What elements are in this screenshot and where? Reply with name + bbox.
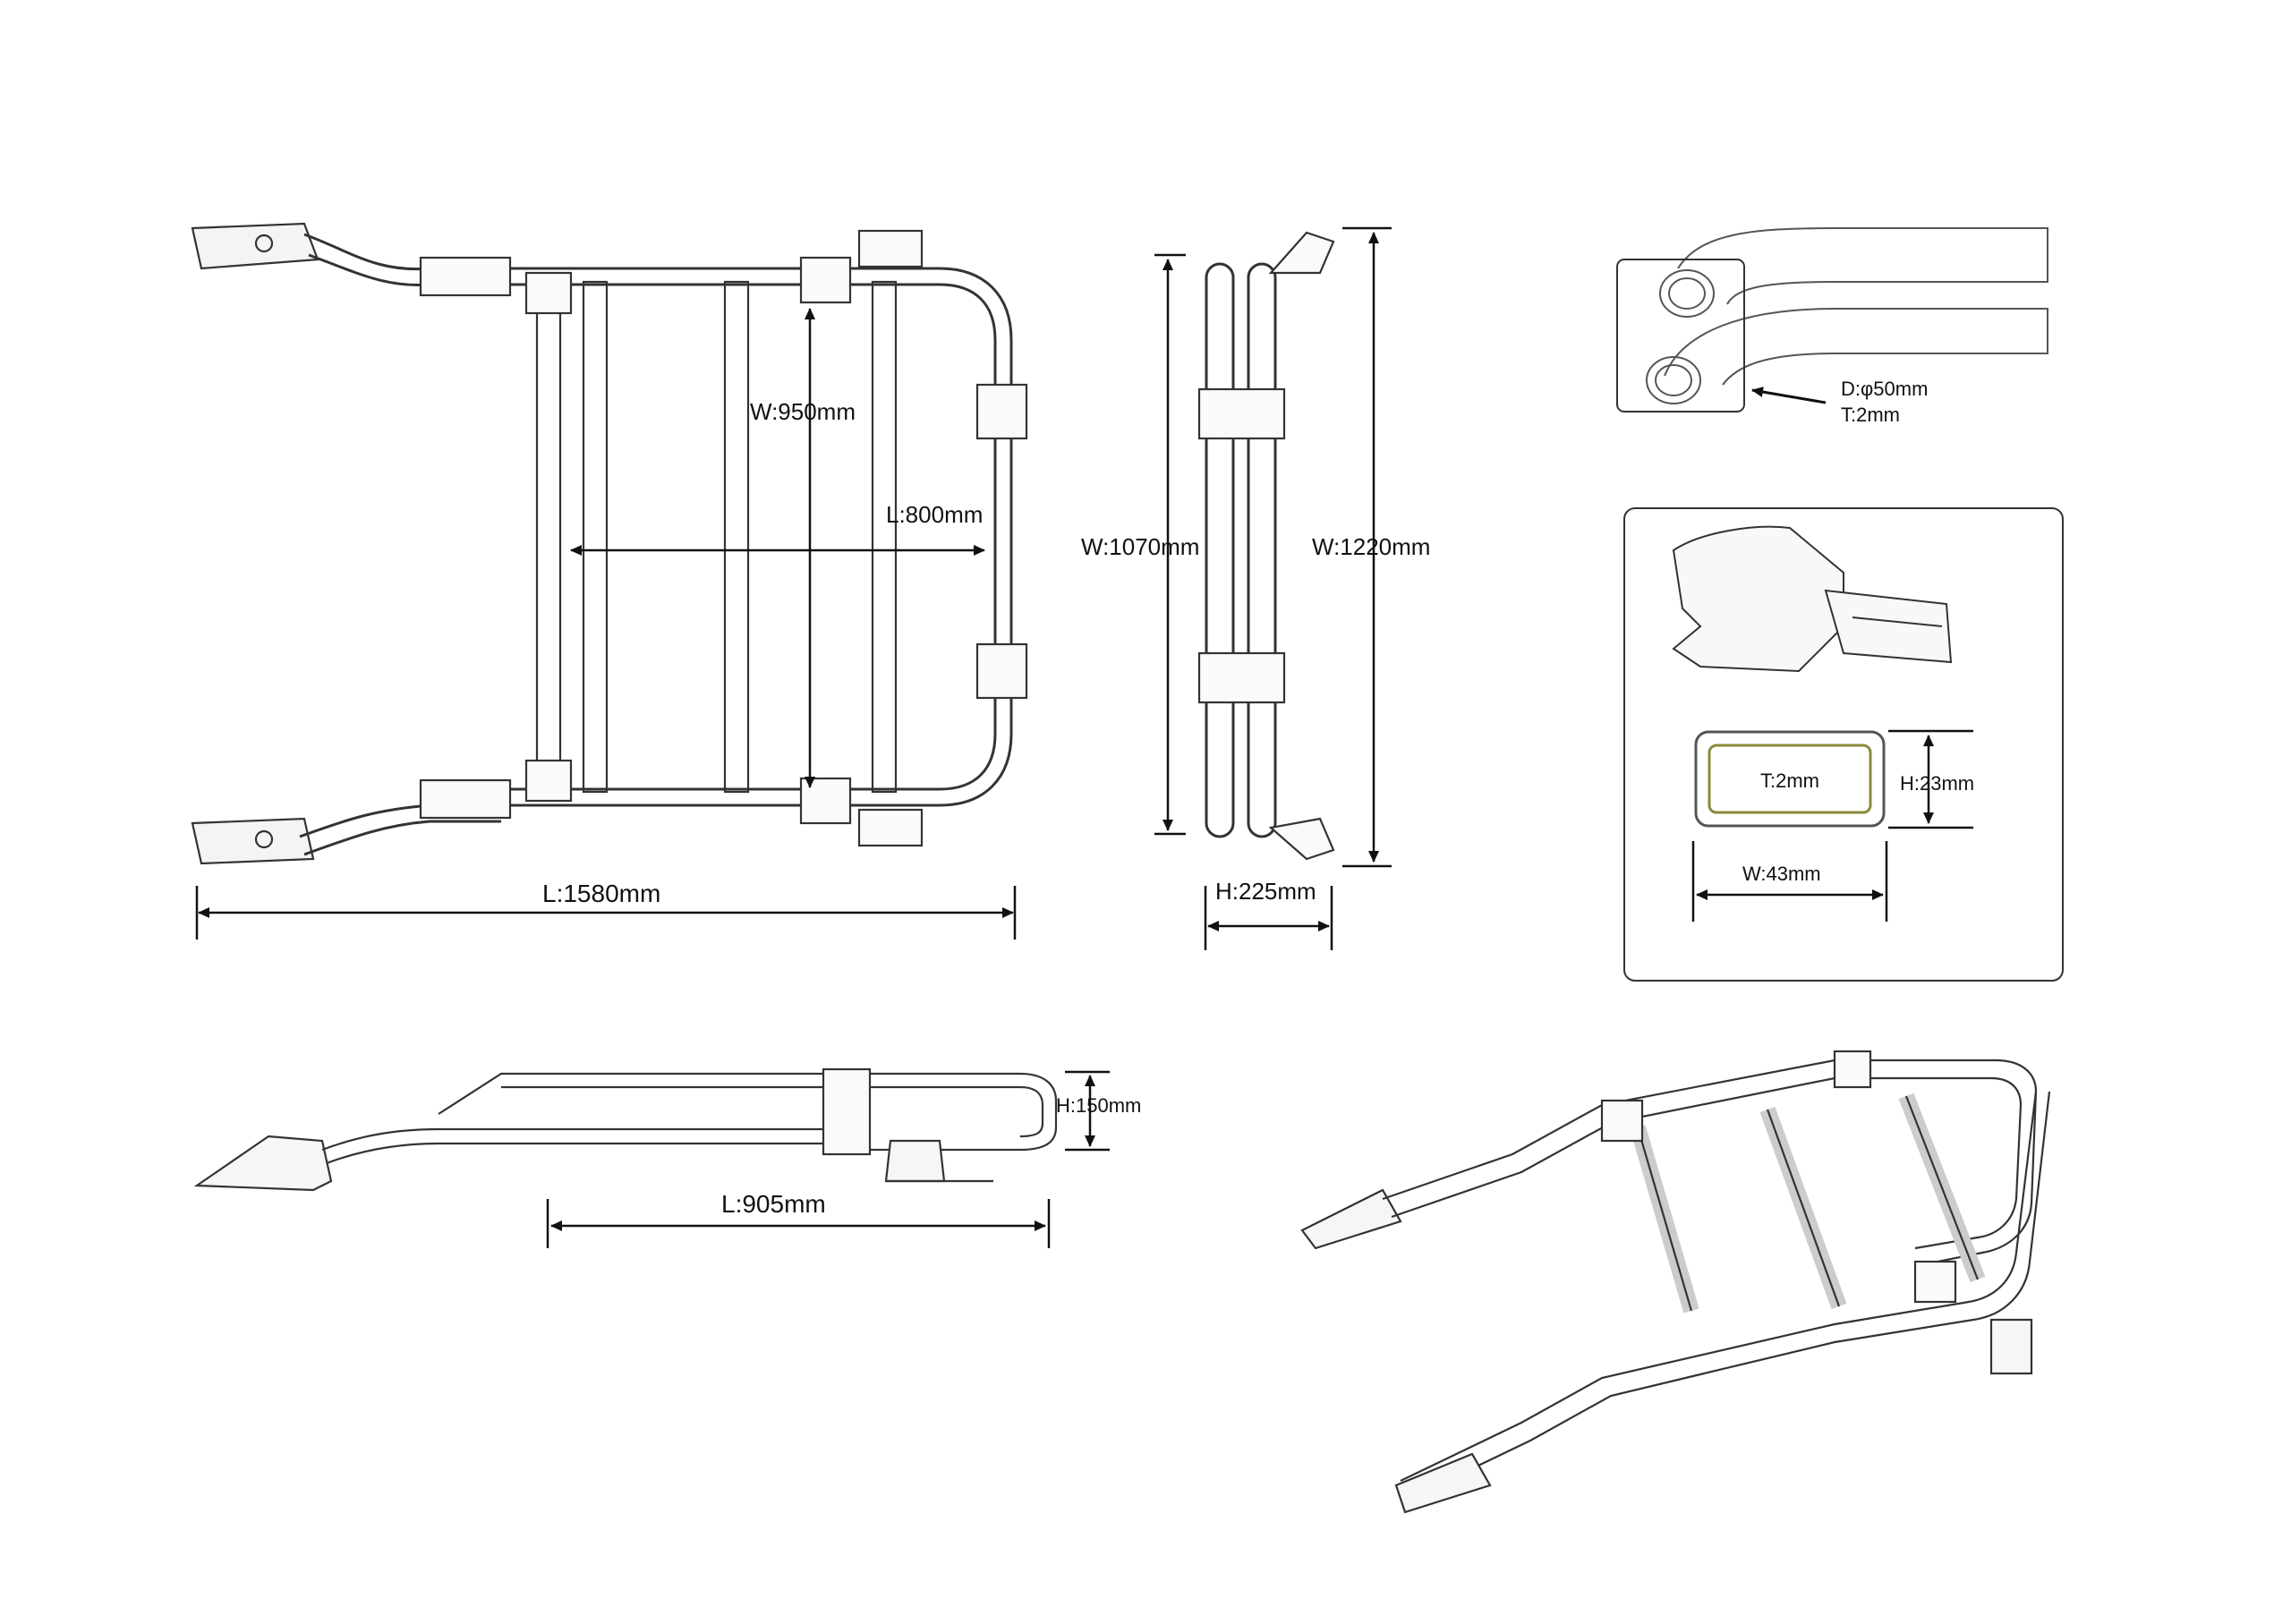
- label-profile-width: W:43mm: [1742, 863, 1821, 885]
- label-tube-diameter: D:φ50mm: [1841, 378, 1929, 400]
- label-inner-width: W:950mm: [750, 398, 856, 425]
- label-side-height: H:225mm: [1215, 878, 1316, 905]
- label-side-outer-width: W:1220mm: [1312, 533, 1431, 560]
- side-tube-left: [1205, 262, 1235, 838]
- tube-callout-arrow: [1751, 387, 1827, 404]
- label-profile-height: H:23mm: [1900, 772, 1975, 795]
- top-view: [191, 222, 1028, 865]
- front-dimensions: [546, 1070, 1110, 1248]
- top-foot-lower: [191, 817, 315, 865]
- bracket-drawing: [1672, 525, 1953, 673]
- profile-section: [1694, 730, 1886, 828]
- label-top-length: L:1580mm: [542, 880, 661, 907]
- tube-callout-box: [1616, 259, 1745, 412]
- label-tube-thickness: T:2mm: [1841, 404, 1900, 426]
- top-dimensions: [195, 308, 1017, 940]
- side-view: [1197, 231, 1335, 861]
- label-front-length: L:905mm: [721, 1190, 826, 1218]
- profile-panel: [1623, 507, 2064, 982]
- top-rail-upper: [430, 267, 1013, 807]
- label-inner-length: L:800mm: [886, 501, 984, 528]
- side-dimensions: [1154, 226, 1392, 950]
- profile-dimensions: [1691, 729, 1973, 922]
- isometric-view: [1300, 1050, 2051, 1514]
- label-front-height: H:150mm: [1056, 1094, 1142, 1117]
- tube-detail: [1646, 227, 2048, 404]
- top-foot-upper: [191, 222, 319, 270]
- label-side-inner-width: W:1070mm: [1081, 533, 1200, 560]
- side-tube-right: [1247, 262, 1277, 838]
- front-view: [193, 1067, 1058, 1192]
- label-profile-thickness: T:2mm: [1760, 769, 1819, 792]
